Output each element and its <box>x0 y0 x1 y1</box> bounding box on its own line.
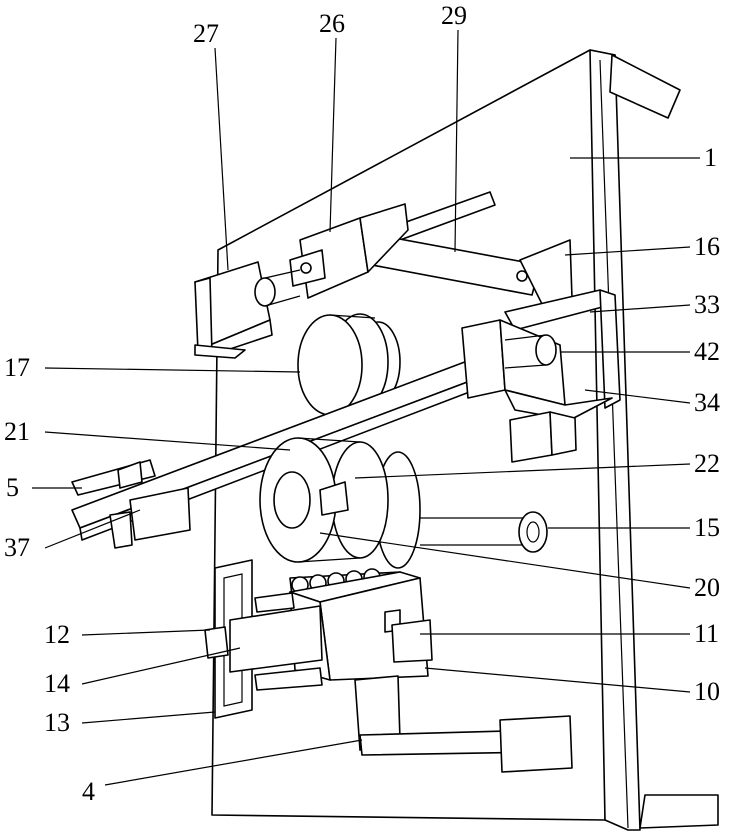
label-29: 29 <box>441 1 467 30</box>
label-10: 10 <box>694 677 720 706</box>
label-34: 34 <box>694 388 720 417</box>
label-37: 37 <box>4 533 30 562</box>
label-21: 21 <box>4 417 30 446</box>
label-13: 13 <box>44 708 70 737</box>
label-5: 5 <box>6 473 19 502</box>
label-20: 20 <box>694 573 720 602</box>
label-42: 42 <box>694 337 720 366</box>
label-17: 17 <box>4 353 30 382</box>
label-27: 27 <box>193 19 219 48</box>
label-14: 14 <box>44 669 70 698</box>
label-22: 22 <box>694 449 720 478</box>
label-11: 11 <box>694 619 719 648</box>
label-33: 33 <box>694 290 720 319</box>
label-16: 16 <box>694 232 720 261</box>
label-4: 4 <box>82 777 95 806</box>
label-15: 15 <box>694 513 720 542</box>
label-12: 12 <box>44 620 70 649</box>
label-1: 1 <box>704 143 717 172</box>
label-26: 26 <box>319 9 345 38</box>
